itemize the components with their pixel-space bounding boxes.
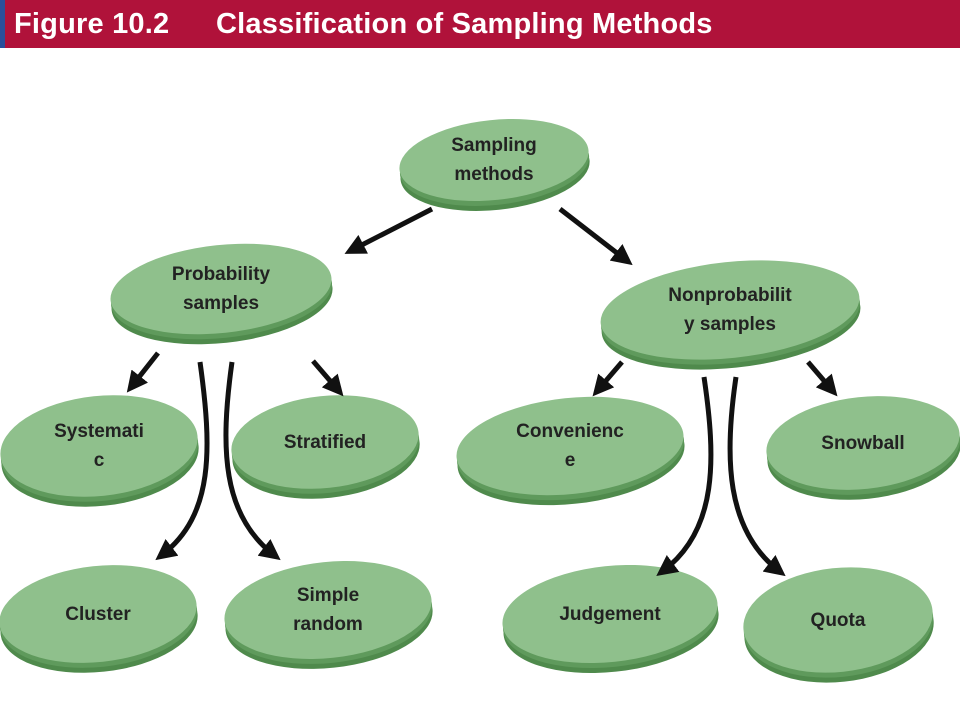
arrow-probability-to-systematic (126, 351, 160, 393)
node-judgement (502, 564, 719, 673)
node-snowball (766, 396, 960, 500)
arrow-nonprobability-to-judgement (656, 376, 714, 577)
node-cluster (0, 565, 198, 673)
arrows-layer (126, 206, 838, 577)
node-quota-face (743, 567, 933, 673)
node-sampling-methods-face (399, 118, 589, 202)
node-systematic (0, 395, 199, 507)
node-snowball-face (766, 396, 960, 490)
node-systematic-face (0, 395, 198, 497)
figure-header-bar: Figure 10.2 Classification of Sampling M… (0, 0, 960, 48)
nodes-layer (0, 118, 960, 683)
arrow-root-to-nonprobability (558, 207, 633, 266)
node-quota (743, 567, 934, 683)
node-cluster-face (0, 565, 197, 663)
node-nonprobability-samples (600, 260, 861, 370)
arrow-root-to-probability (344, 206, 434, 254)
node-simple-random-face (224, 561, 432, 659)
node-convenience (456, 396, 685, 506)
node-probability-samples-face (110, 243, 332, 335)
node-judgement-face (502, 564, 718, 664)
figure-title: Classification of Sampling Methods (216, 8, 713, 40)
arrow-nonprobability-to-convenience (592, 360, 624, 397)
arrow-probability-to-stratified (311, 359, 344, 397)
node-stratified (231, 395, 420, 499)
node-probability-samples (110, 243, 333, 345)
node-sampling-methods (399, 118, 590, 211)
figure-number: Figure 10.2 (14, 8, 170, 40)
node-simple-random (224, 561, 433, 669)
arrow-nonprobability-to-snowball (806, 360, 838, 397)
arrow-probability-to-simple-random (223, 361, 281, 561)
header-accent-stripe (0, 0, 5, 48)
arrow-nonprobability-to-quota (727, 376, 786, 577)
node-nonprobability-samples-face (600, 260, 860, 360)
arrow-probability-to-cluster (155, 361, 210, 561)
node-convenience-face (456, 396, 684, 496)
node-stratified-face (231, 395, 419, 489)
